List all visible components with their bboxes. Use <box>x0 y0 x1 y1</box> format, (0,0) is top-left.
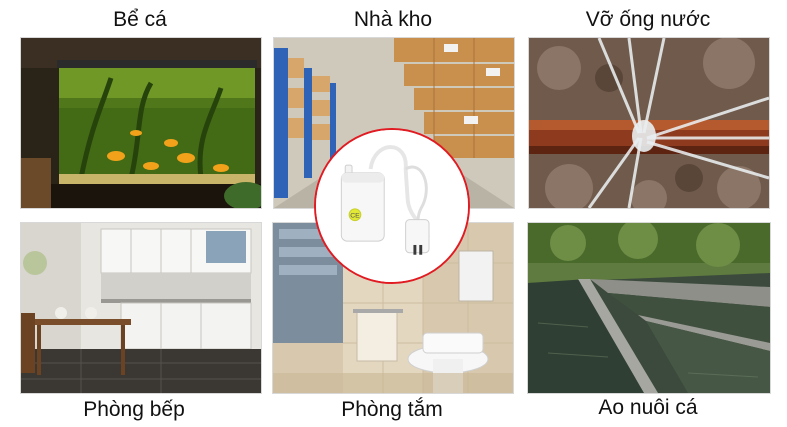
label-bathroom: Phòng tắm <box>341 398 443 421</box>
broken-pipe-photo <box>528 37 770 209</box>
label-kitchen: Phòng bếp <box>83 398 185 421</box>
bathroom-photo <box>272 222 514 394</box>
water-leak-sensor-circle: CE <box>314 128 470 284</box>
fish-pond-photo <box>527 222 771 394</box>
label-aquarium: Bể cá <box>113 8 167 31</box>
label-fish-pond: Ao nuôi cá <box>598 396 698 419</box>
label-warehouse: Nhà kho <box>353 8 433 31</box>
label-broken-pipe: Vỡ ống nước <box>585 8 711 31</box>
aquarium-photo <box>20 37 262 209</box>
ce-mark: CE <box>350 213 360 220</box>
kitchen-photo <box>20 222 262 394</box>
